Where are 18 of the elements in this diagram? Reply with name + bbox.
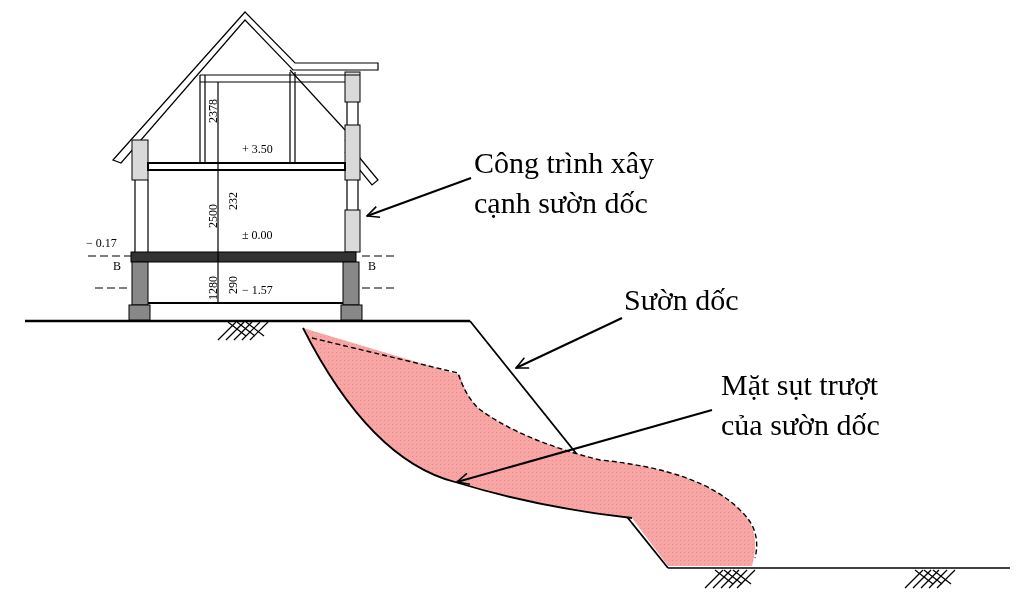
level-mark: − 1.57 (242, 284, 273, 297)
leader-arrow (366, 177, 472, 218)
level-mark: ± 0.00 (242, 229, 273, 242)
leader-arrow (515, 317, 623, 369)
level-mark: − 0.17 (86, 237, 117, 250)
dimension-value: 2500 (207, 204, 220, 228)
leader-arrow (456, 409, 713, 485)
section-mark: B (368, 260, 376, 273)
dimension-value: 232 (227, 192, 240, 210)
callout-text: Mặt sụt trượt của sườn dốc (721, 367, 881, 443)
callout-text: Công trình xây cạnh sườn dốc (474, 145, 655, 221)
section-mark: B (113, 260, 121, 273)
dimension-value: 2378 (207, 99, 220, 123)
dimension-value: 290 (227, 276, 240, 294)
callout-text: Sườn dốc (624, 282, 740, 318)
house-section-drawing (87, 11, 396, 321)
level-mark: + 3.50 (242, 143, 273, 156)
dimension-value: 1280 (207, 276, 220, 300)
